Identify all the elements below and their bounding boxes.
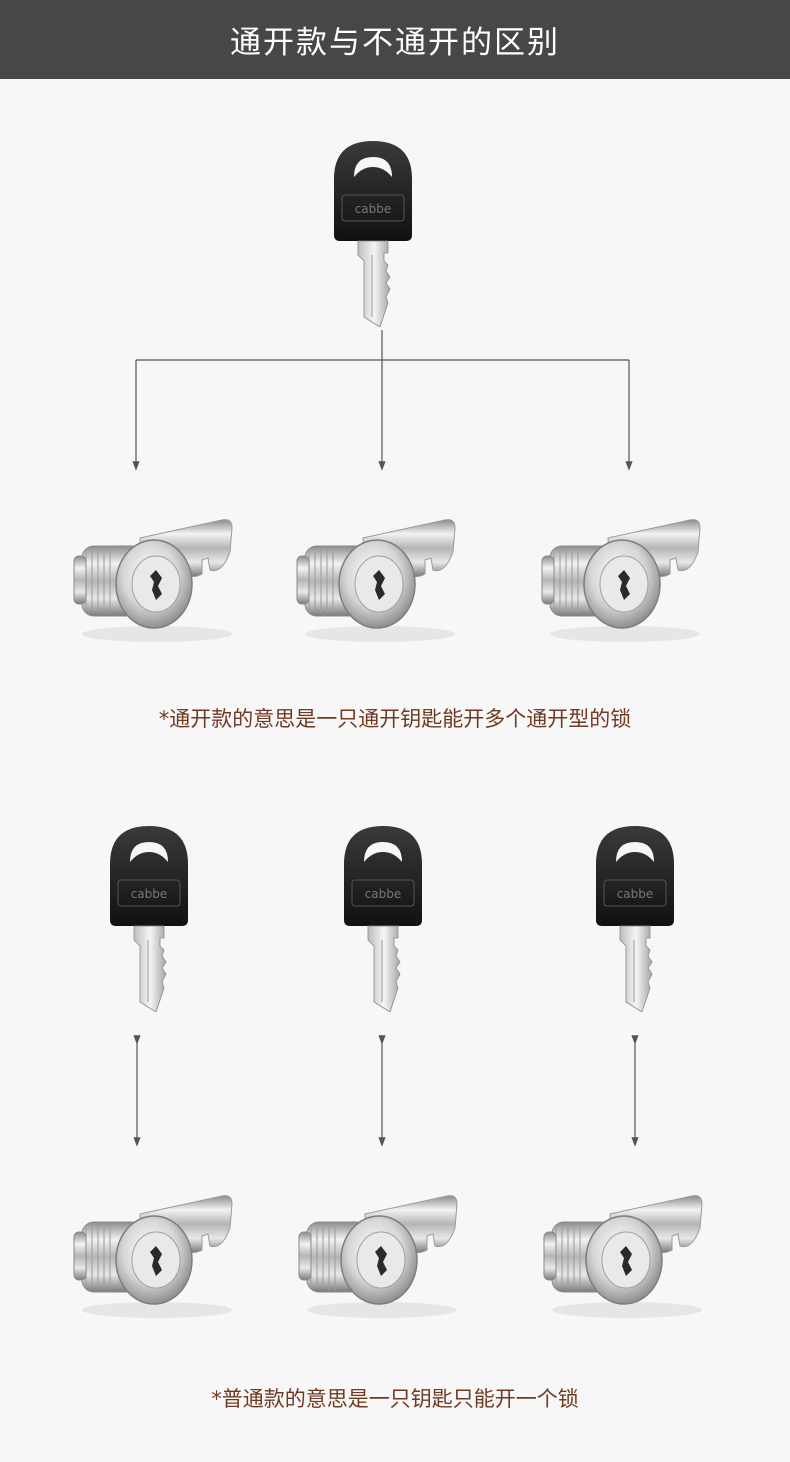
normal-key-3-icon bbox=[596, 826, 674, 1012]
normal-key-2-icon bbox=[344, 826, 422, 1012]
master-lock-3 bbox=[542, 520, 700, 642]
master-lock-2 bbox=[297, 520, 455, 642]
normal-lock-2 bbox=[299, 1196, 457, 1318]
page-header: 通开款与不通开的区别 bbox=[0, 0, 790, 79]
master-lock-1 bbox=[74, 520, 232, 642]
page-title: 通开款与不通开的区别 bbox=[230, 25, 560, 61]
normal-key-1-icon bbox=[110, 826, 188, 1012]
master-key-connector bbox=[132, 330, 633, 471]
normal-lock-3 bbox=[544, 1196, 702, 1318]
master-key-icon bbox=[334, 141, 412, 327]
normal-key-caption: *普通款的意思是一只钥匙只能开一个锁 bbox=[211, 1387, 579, 1411]
normal-lock-1 bbox=[74, 1196, 232, 1318]
master-key-caption: *通开款的意思是一只通开钥匙能开多个通开型的锁 bbox=[158, 707, 632, 731]
pair-arrows bbox=[133, 1035, 639, 1147]
